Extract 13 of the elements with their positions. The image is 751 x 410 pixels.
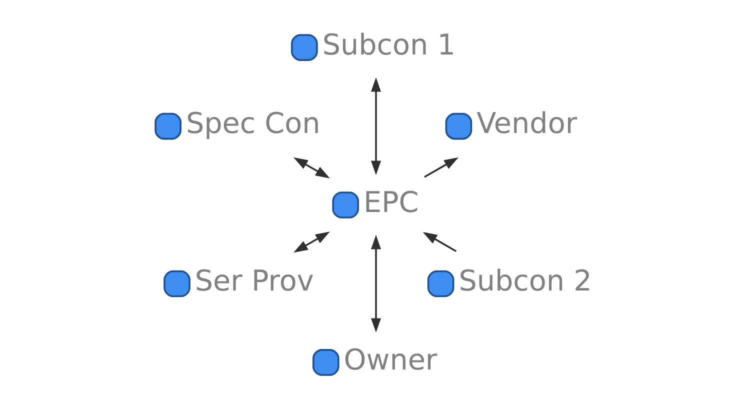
node-label: Spec Con: [185, 106, 320, 140]
arrow: [424, 157, 458, 178]
arrow: [422, 232, 456, 252]
node-label: Owner: [343, 342, 437, 376]
arrow: [370, 234, 381, 333]
arrow: [370, 77, 381, 176]
node-label: Ser Prov: [194, 264, 314, 298]
arrow: [293, 157, 330, 178]
node-label: Subcon 2: [458, 264, 592, 298]
node-label: EPC: [362, 184, 418, 219]
arrow: [292, 232, 330, 253]
node-label: Subcon 1: [322, 27, 455, 62]
node-label: Vendor: [476, 106, 577, 140]
